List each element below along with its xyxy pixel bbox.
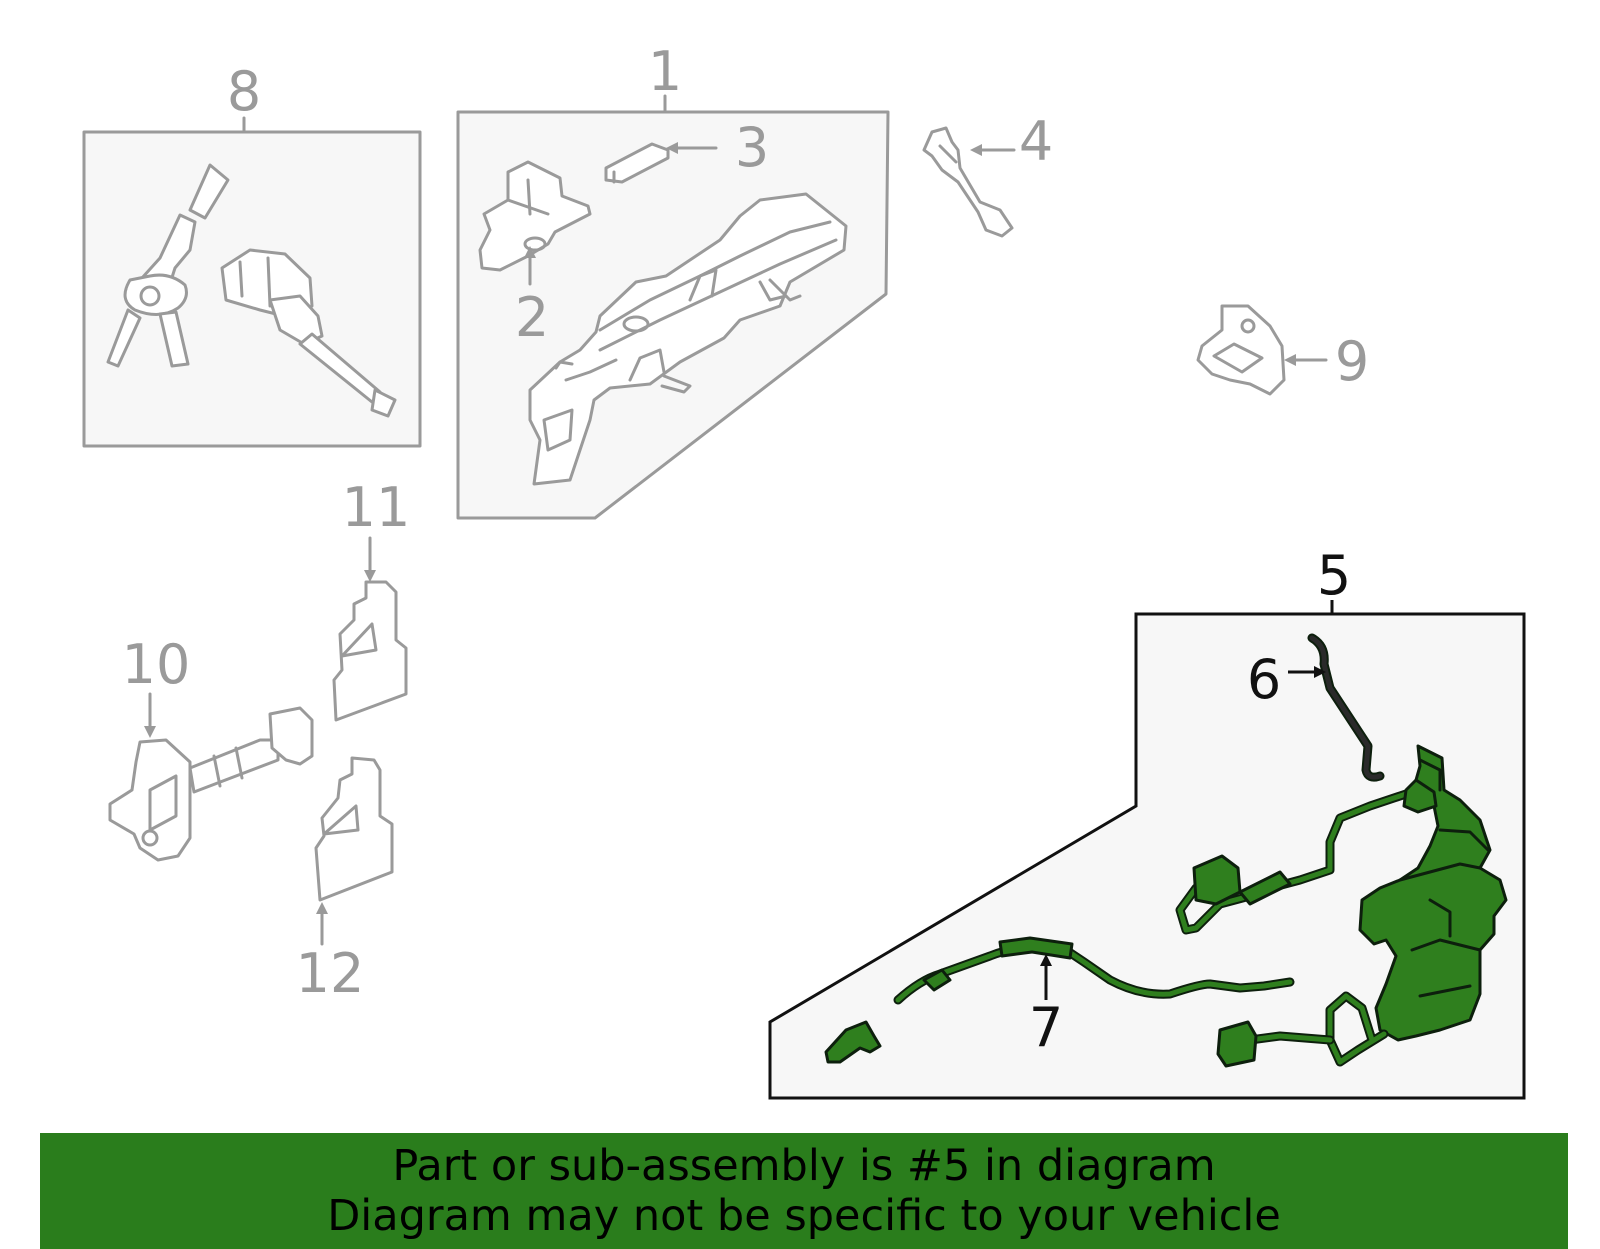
part-group-1[interactable]: 1 2 3 <box>456 40 890 520</box>
callout-8: 8 <box>227 60 261 123</box>
seal-clip-icon <box>604 142 670 184</box>
handle-bezel-icon <box>478 160 592 272</box>
callout-10: 10 <box>122 633 191 696</box>
callout-11: 11 <box>342 476 411 539</box>
callout-12: 12 <box>296 942 365 1005</box>
part-11[interactable]: 11 <box>332 476 411 722</box>
callout-9: 9 <box>1335 330 1369 393</box>
latch-rod-icon <box>1307 633 1385 782</box>
part-group-5[interactable]: 5 6 <box>768 544 1526 1100</box>
callout-4: 4 <box>1019 110 1053 173</box>
handle-carrier-icon <box>528 192 848 486</box>
lock-cylinder-icon <box>220 248 397 418</box>
harness-loop-icon <box>1216 991 1389 1068</box>
door-check-icon <box>108 706 314 862</box>
seal-lower-icon <box>314 756 394 902</box>
callout-5: 5 <box>1317 544 1351 607</box>
part-12[interactable]: 12 <box>296 756 394 1005</box>
callout-1: 1 <box>648 40 682 103</box>
striker-icon <box>1196 304 1286 396</box>
door-latch-icon <box>1358 744 1508 1042</box>
callout-2: 2 <box>515 286 549 349</box>
wiring-harness-icon <box>1175 785 1423 935</box>
release-cable-icon <box>824 936 1295 1064</box>
seal-upper-icon <box>332 580 408 722</box>
part-group-8[interactable]: 8 <box>82 60 422 448</box>
callout-3: 3 <box>735 116 769 179</box>
callout-6: 6 <box>1247 648 1281 711</box>
info-banner: Part or sub-assembly is #5 in diagram Di… <box>40 1133 1568 1249</box>
banner-line-2: Diagram may not be specific to your vehi… <box>327 1191 1281 1241</box>
banner-line-1: Part or sub-assembly is #5 in diagram <box>392 1141 1216 1191</box>
part-4[interactable]: 4 <box>922 110 1053 238</box>
part-10[interactable]: 10 <box>108 633 314 862</box>
key-icon <box>106 163 230 368</box>
callout-7: 7 <box>1029 996 1063 1059</box>
rod-connector-icon <box>922 126 1014 238</box>
part-9[interactable]: 9 <box>1196 304 1369 396</box>
